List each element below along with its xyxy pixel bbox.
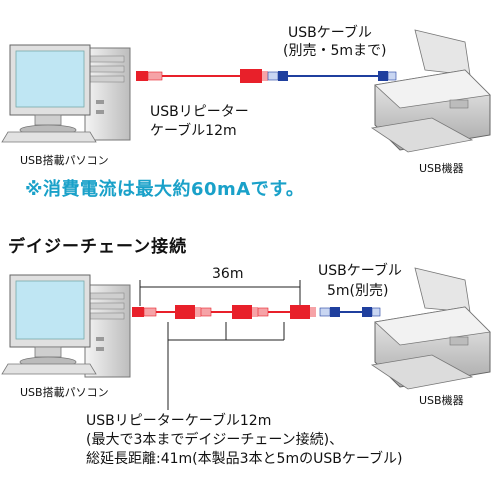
repeater-label-line2: ケーブル12m (150, 123, 237, 139)
usb-cable-bottom (319, 307, 381, 317)
length-label: 36m (212, 266, 244, 282)
printer-label-top: USB機器 (419, 162, 464, 175)
usb-cable-label-line2-top: (別売・5mまで) (283, 43, 387, 59)
pc-label-bottom: USB搭載パソコン (20, 386, 109, 399)
usb-cable-label-line2-bottom: 5m(別売) (327, 283, 389, 299)
pc-label-top: USB搭載パソコン (20, 154, 109, 167)
printer-icon-bottom (370, 267, 491, 390)
usb-cable-label-line1-bottom: USBケーブル (318, 263, 402, 279)
current-note: ※消費電流は最大約60mAです。 (25, 179, 305, 200)
usb-cable-top (267, 71, 397, 81)
repeater-cable-top (136, 69, 268, 83)
caption-line1: USBリピーターケーブル12m (86, 413, 272, 429)
pc-icon-bottom (1, 274, 131, 378)
caption-line3: 総延長距離:41m(本製品3本と5mのUSBケーブル) (86, 451, 403, 467)
length-dimension-line (139, 280, 301, 306)
pc-icon-top (1, 44, 131, 143)
caption-leader-lines (167, 322, 285, 410)
repeater-label-line1: USBリピーター (150, 104, 249, 120)
repeater-cables-chain (132, 305, 316, 319)
caption-line2: (最大で3本までデイジーチェーン接続)、 (86, 432, 344, 448)
usb-cable-label-line1-top: USBケーブル (288, 25, 372, 41)
daisy-chain-heading: デイジーチェーン接続 (8, 237, 188, 257)
printer-label-bottom: USB機器 (419, 394, 464, 407)
printer-icon-top (370, 29, 491, 153)
